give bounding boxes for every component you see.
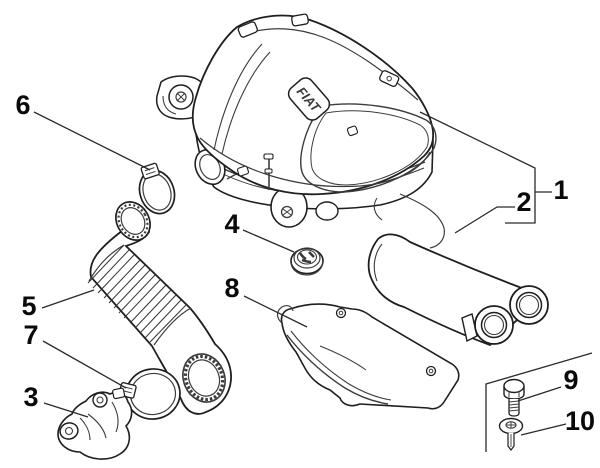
hose-upper-opening [115, 201, 151, 241]
callout-9[interactable]: 9 [517, 365, 579, 402]
callout-5[interactable]: 5 [21, 289, 95, 321]
callout-number[interactable]: 6 [15, 90, 30, 120]
callout-3[interactable]: 3 [23, 382, 89, 418]
callout-number[interactable]: 8 [224, 273, 239, 303]
box-bottom-lobe [270, 186, 339, 228]
leader-line [419, 111, 552, 224]
grommet [290, 247, 324, 276]
heat-shield [276, 303, 460, 410]
washer-screw [498, 417, 524, 451]
callout-number[interactable]: 4 [224, 209, 239, 239]
hose-clamp-upper [138, 162, 176, 215]
intake-fitting [57, 387, 133, 460]
shield-clip [335, 307, 437, 377]
callout-10[interactable]: 10 [520, 406, 595, 436]
leader-line [33, 111, 151, 171]
callout-4[interactable]: 4 [224, 209, 295, 253]
callout-2[interactable]: 2 [454, 187, 532, 234]
leader-line [517, 386, 562, 402]
leader-line [454, 206, 515, 234]
leader-line [42, 340, 127, 389]
leader-line [41, 289, 95, 309]
callout-number[interactable]: 1 [553, 175, 568, 205]
callout-number[interactable]: 3 [23, 382, 38, 412]
hose-corrugations [87, 244, 187, 343]
callout-number[interactable]: 2 [516, 187, 531, 217]
leader-line [43, 402, 89, 418]
leader-line [243, 295, 308, 328]
intake-hose [87, 201, 232, 415]
filter-tab [461, 313, 478, 343]
callout-number[interactable]: 9 [563, 365, 578, 395]
leader-line [242, 229, 295, 253]
callout-7[interactable]: 7 [23, 320, 127, 389]
callout-9-10-bracket [485, 352, 593, 452]
air-cleaner-box: FIAT [155, 13, 445, 249]
callout-number[interactable]: 5 [21, 291, 36, 321]
air-filter-element [367, 233, 549, 347]
cover-clips [236, 13, 400, 190]
callout-1[interactable]: 1 [419, 111, 569, 224]
callout-number[interactable]: 10 [565, 406, 595, 436]
callout-8[interactable]: 8 [224, 273, 308, 328]
hose-mouth [182, 353, 226, 403]
callout-6[interactable]: 6 [15, 90, 151, 171]
leader-line [520, 423, 567, 436]
hex-bolt [503, 378, 525, 417]
callout-number[interactable]: 7 [23, 320, 38, 350]
